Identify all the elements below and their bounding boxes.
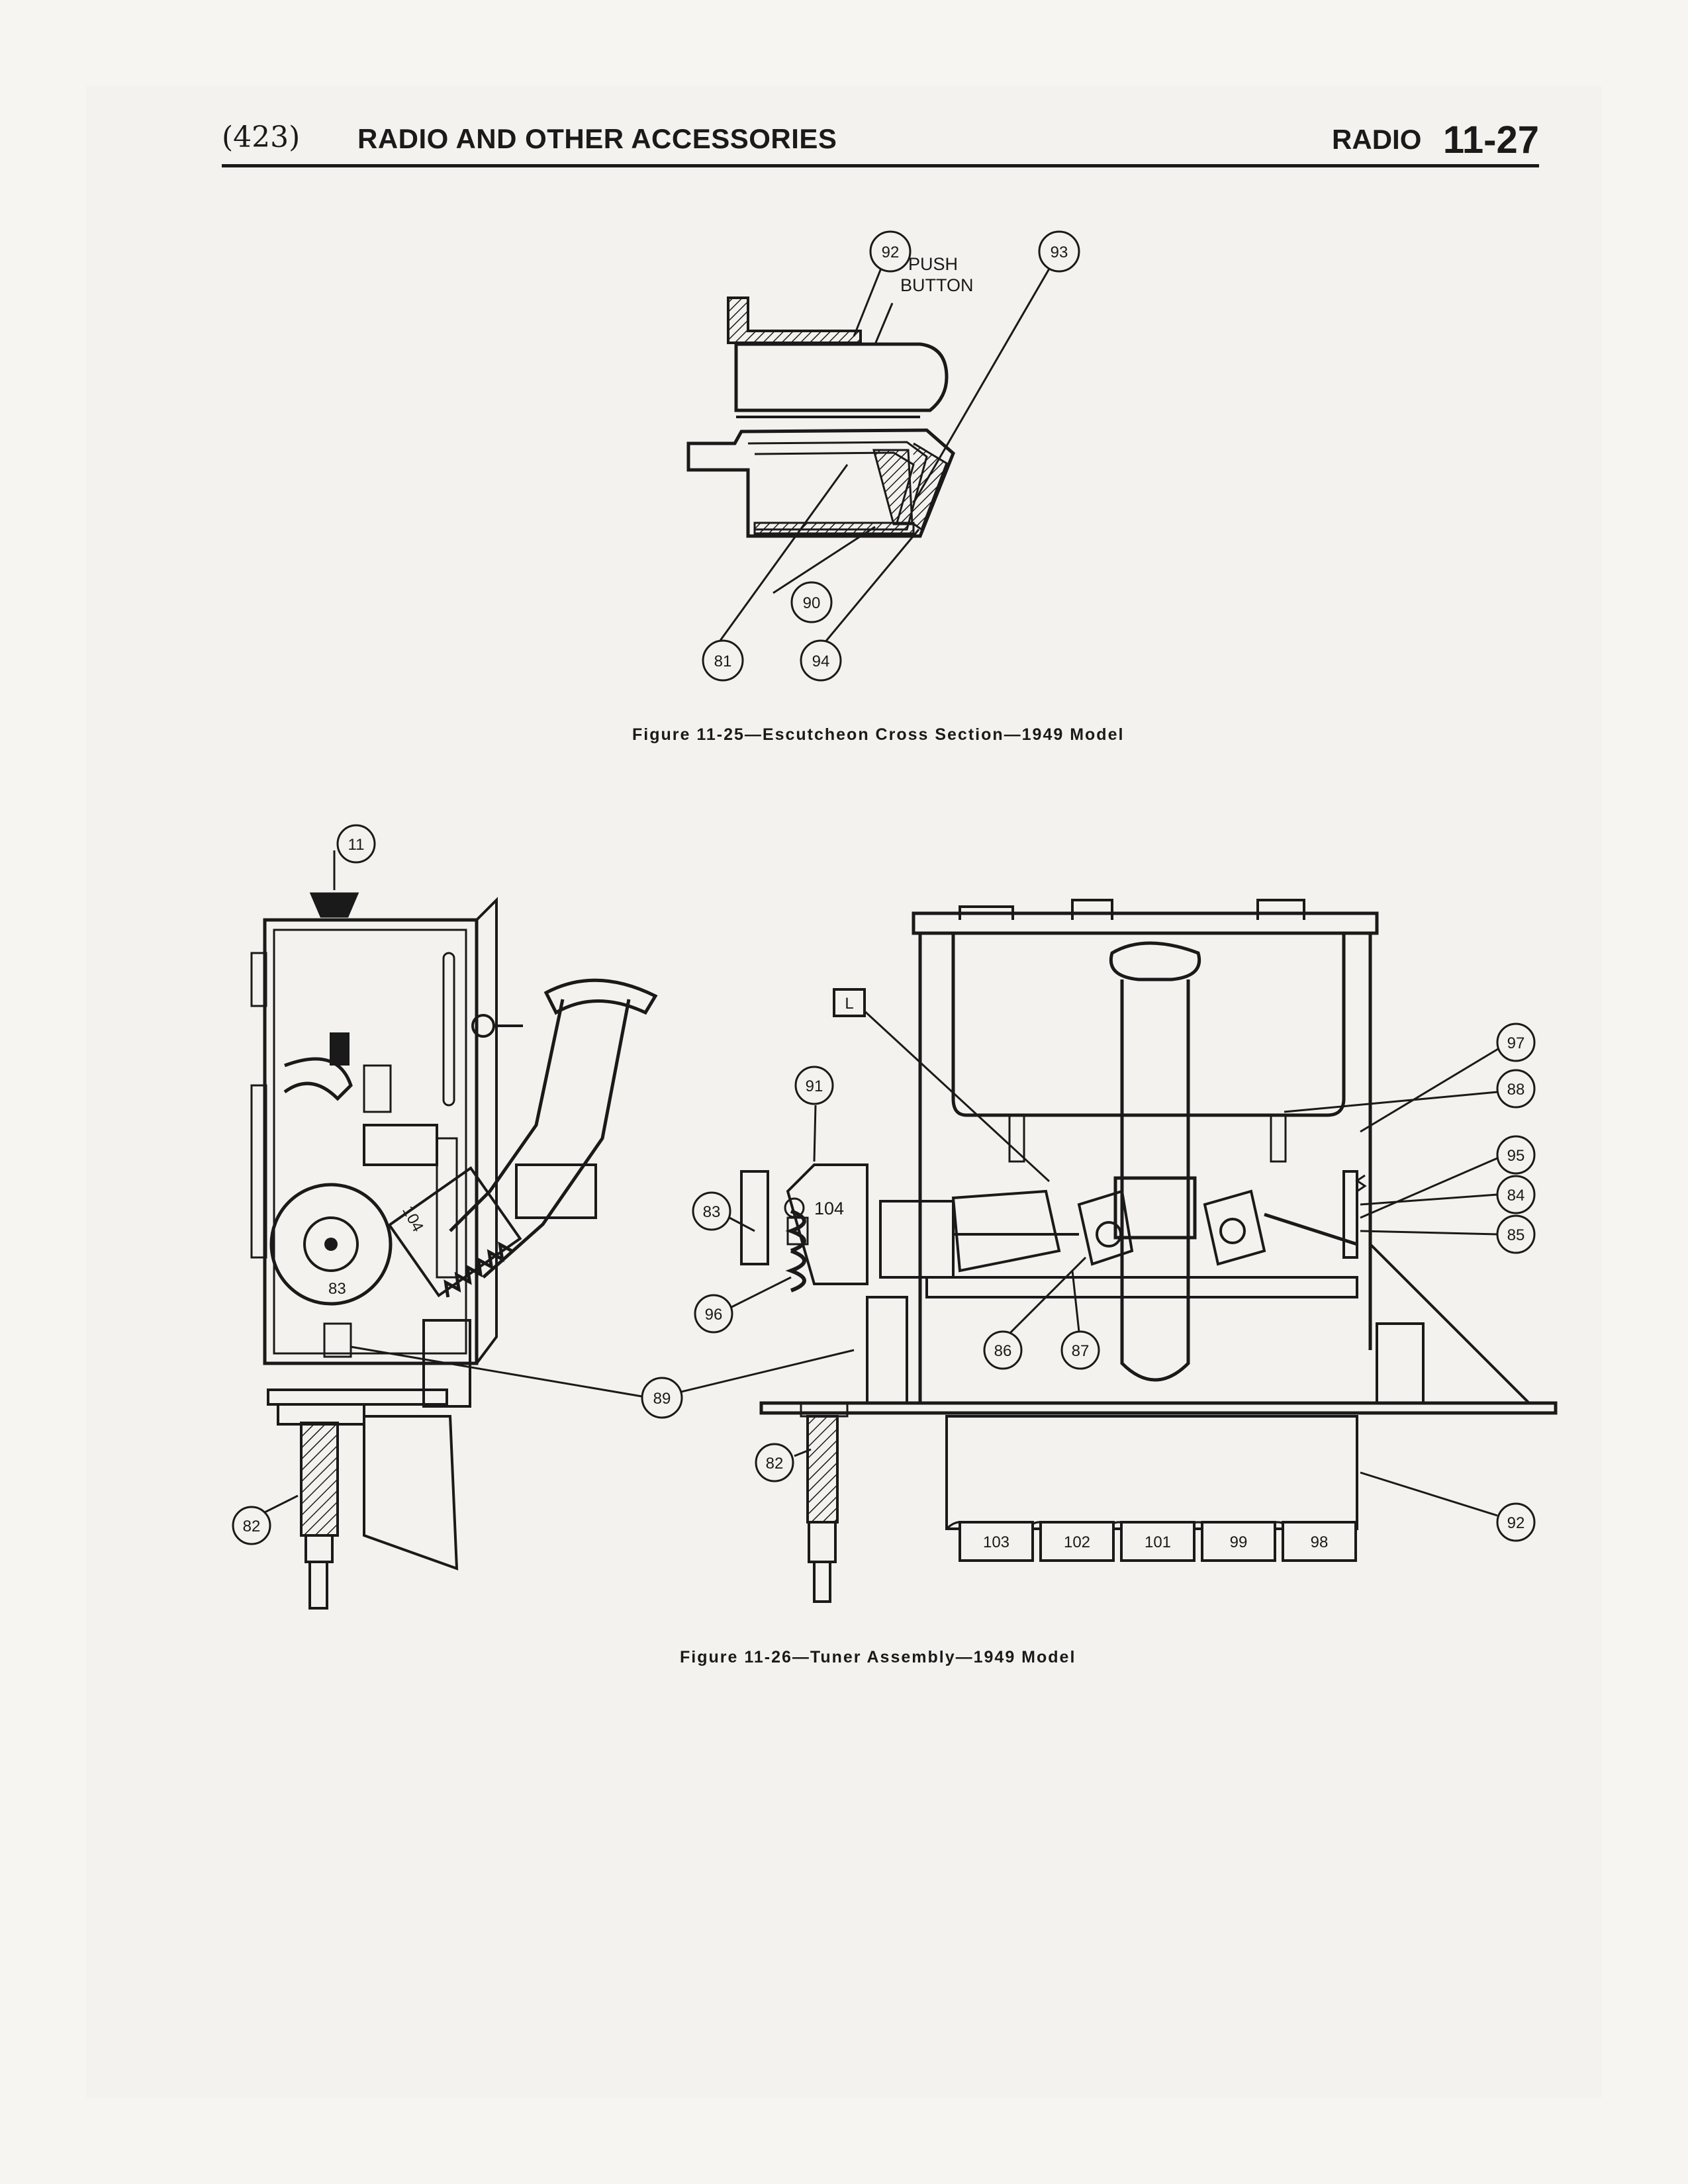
svg-text:102: 102 bbox=[1064, 1533, 1090, 1551]
svg-text:L: L bbox=[845, 995, 853, 1013]
figure-11-25-diagram: 92 93 90 81 94 PUSH BUTTON bbox=[686, 230, 1080, 682]
front-callout-86: 86 bbox=[983, 1330, 1023, 1370]
front-callout-82: 82 bbox=[755, 1443, 794, 1482]
side-callout-82: 82 bbox=[232, 1506, 271, 1545]
svg-text:82: 82 bbox=[243, 1518, 261, 1535]
tuner-front-view: 104 L bbox=[740, 899, 1558, 1603]
push-label-line-1: PUSH bbox=[908, 254, 958, 274]
figure-11-25-caption: Figure 11-25—Escutcheon Cross Section—19… bbox=[632, 725, 1125, 744]
callout-93: 93 bbox=[1038, 230, 1080, 273]
side-coil-label: 104 bbox=[399, 1203, 427, 1235]
svg-text:92: 92 bbox=[1507, 1514, 1525, 1532]
front-callout-85: 85 bbox=[1496, 1214, 1536, 1254]
chapter-title: RADIO bbox=[1332, 124, 1422, 155]
svg-text:93: 93 bbox=[1051, 244, 1068, 261]
chapter-page-number: 11-27 bbox=[1442, 118, 1539, 161]
front-callout-91: 91 bbox=[794, 1066, 834, 1105]
svg-text:96: 96 bbox=[705, 1306, 723, 1324]
push-button-102: 102 bbox=[1039, 1521, 1115, 1562]
figure-11-26-diagram: 104 83 11 82 89 bbox=[232, 824, 1558, 1610]
front-callout-92: 92 bbox=[1496, 1502, 1536, 1542]
figure-11-26-caption: Figure 11-26—Tuner Assembly—1949 Model bbox=[680, 1648, 1076, 1666]
front-callout-84: 84 bbox=[1496, 1175, 1536, 1214]
front-callout-96: 96 bbox=[694, 1294, 733, 1334]
page-background bbox=[86, 86, 1602, 2098]
push-button-103: 103 bbox=[959, 1521, 1034, 1562]
page-number: (423) bbox=[222, 120, 301, 154]
push-label-line-2: BUTTON bbox=[900, 275, 974, 295]
svg-text:99: 99 bbox=[1230, 1533, 1248, 1551]
svg-text:87: 87 bbox=[1072, 1342, 1090, 1360]
svg-text:88: 88 bbox=[1507, 1081, 1525, 1099]
svg-text:81: 81 bbox=[714, 653, 732, 670]
callout-89: 89 bbox=[641, 1377, 683, 1419]
svg-text:92: 92 bbox=[882, 244, 900, 261]
svg-text:82: 82 bbox=[766, 1455, 784, 1473]
chapter-heading: RADIO 11-27 bbox=[1332, 118, 1539, 162]
svg-text:86: 86 bbox=[994, 1342, 1012, 1360]
callout-94: 94 bbox=[800, 639, 842, 682]
push-button-99: 99 bbox=[1201, 1521, 1276, 1562]
svg-text:91: 91 bbox=[806, 1077, 823, 1095]
svg-text:90: 90 bbox=[803, 594, 821, 612]
tuner-side-view: 104 83 11 82 bbox=[232, 824, 658, 1610]
callout-81: 81 bbox=[702, 639, 744, 682]
svg-text:95: 95 bbox=[1507, 1147, 1525, 1165]
front-callout-97: 97 bbox=[1496, 1023, 1536, 1062]
front-callout-88: 88 bbox=[1496, 1069, 1536, 1109]
svg-text:94: 94 bbox=[812, 653, 830, 670]
svg-text:101: 101 bbox=[1145, 1533, 1171, 1551]
svg-text:83: 83 bbox=[703, 1203, 721, 1221]
svg-text:89: 89 bbox=[653, 1390, 671, 1408]
front-callout-95: 95 bbox=[1496, 1135, 1536, 1175]
svg-text:97: 97 bbox=[1507, 1034, 1525, 1052]
push-button-101: 101 bbox=[1120, 1521, 1196, 1562]
side-disc-label: 83 bbox=[328, 1280, 346, 1298]
front-callout-83: 83 bbox=[692, 1191, 731, 1231]
front-coil-label: 104 bbox=[814, 1199, 844, 1218]
front-label-box-l: L bbox=[833, 988, 866, 1017]
svg-text:84: 84 bbox=[1507, 1187, 1525, 1205]
svg-text:11: 11 bbox=[348, 836, 365, 854]
side-callout-11: 11 bbox=[336, 824, 376, 864]
callout-92: 92 bbox=[869, 230, 912, 273]
callout-90: 90 bbox=[790, 581, 833, 623]
front-callout-87: 87 bbox=[1060, 1330, 1100, 1370]
page-header: (423) RADIO AND OTHER ACCESSORIES RADIO … bbox=[222, 118, 1539, 167]
svg-text:98: 98 bbox=[1311, 1533, 1329, 1551]
section-title: RADIO AND OTHER ACCESSORIES bbox=[357, 123, 837, 154]
push-button-98: 98 bbox=[1282, 1521, 1357, 1562]
svg-text:103: 103 bbox=[983, 1533, 1009, 1551]
svg-text:85: 85 bbox=[1507, 1226, 1525, 1244]
